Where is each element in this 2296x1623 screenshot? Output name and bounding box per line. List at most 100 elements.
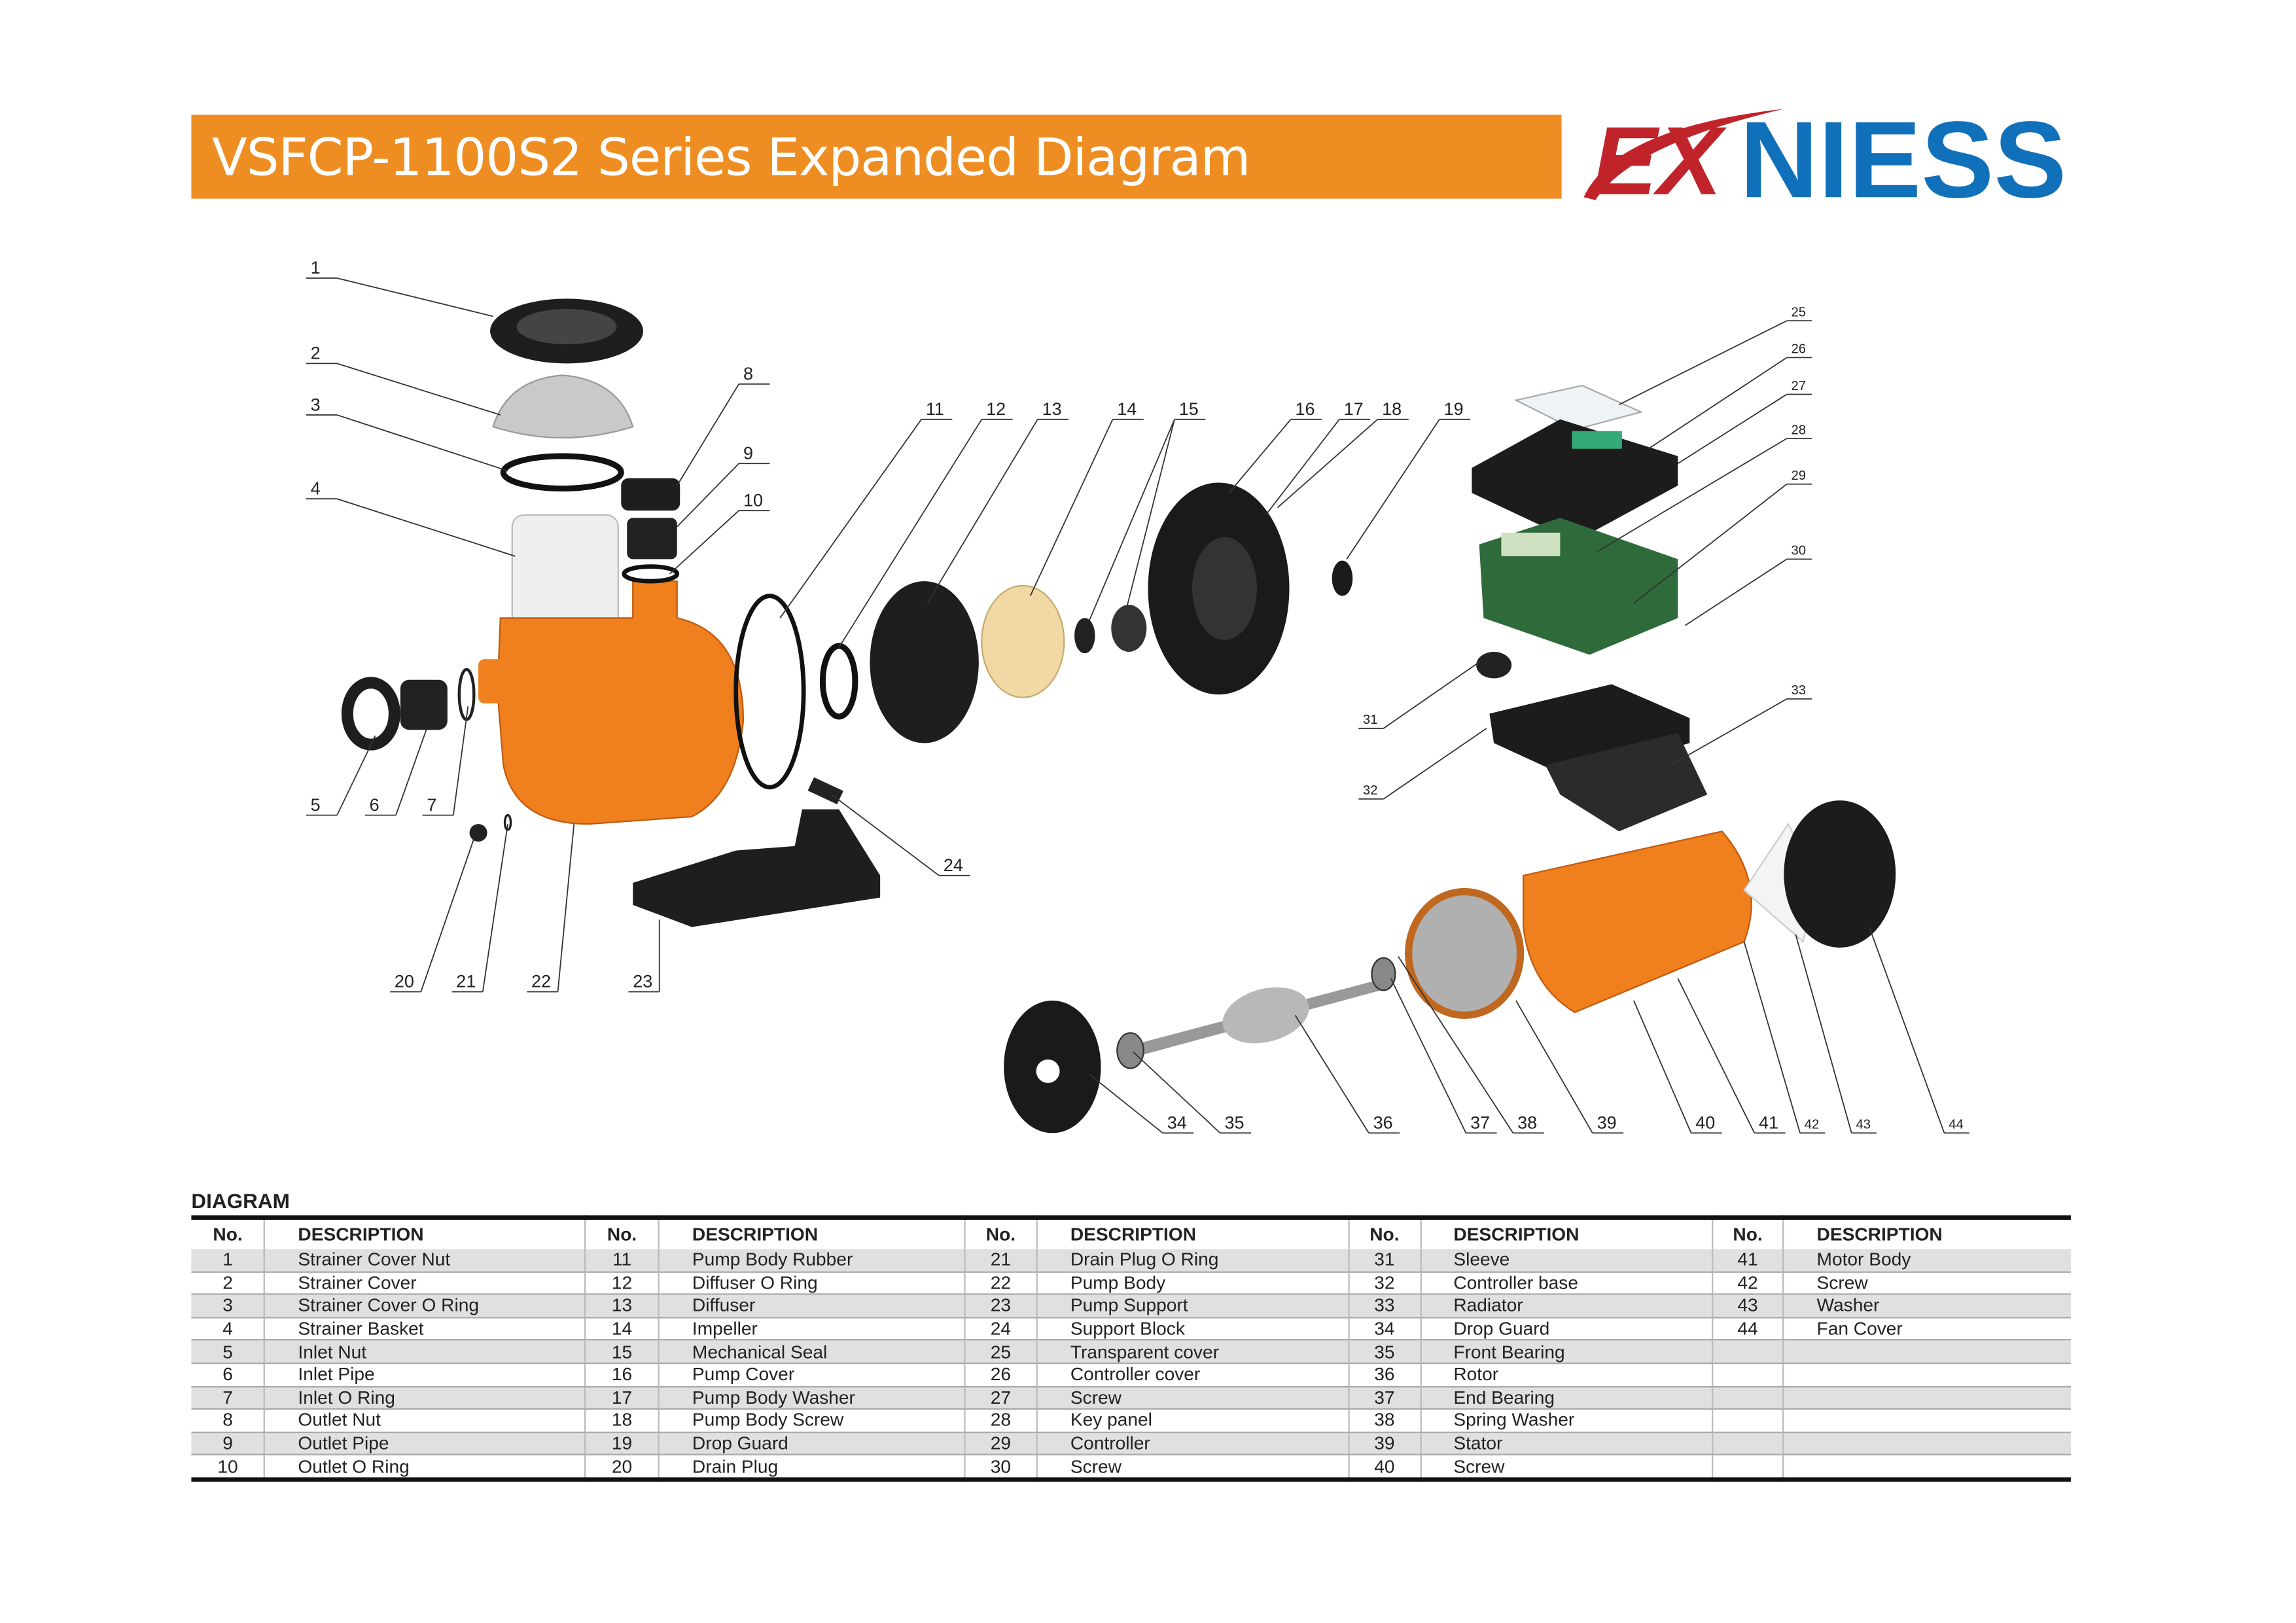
pump-body-rubber — [733, 594, 806, 790]
col-header-description: DESCRIPTION — [658, 1217, 964, 1249]
callout-leader-line — [1670, 698, 1788, 766]
diffuser — [870, 581, 979, 743]
col-header-description: DESCRIPTION — [1419, 1217, 1712, 1249]
callout-label-3: 3 — [311, 395, 321, 414]
part-description: Key panel — [1036, 1409, 1349, 1433]
callout-leader-line — [677, 463, 739, 527]
part-number — [1711, 1409, 1784, 1433]
support-block — [807, 777, 843, 804]
callout-leader-line — [1648, 357, 1788, 450]
part-number: 30 — [963, 1455, 1038, 1480]
part-number: 26 — [963, 1363, 1038, 1387]
callout-label-20: 20 — [395, 972, 414, 991]
impeller — [981, 584, 1065, 698]
part-number: 10 — [191, 1455, 265, 1480]
part-description: Controller cover — [1036, 1363, 1349, 1387]
callout-leader-line — [1743, 941, 1801, 1133]
part-description: Drain Plug — [658, 1455, 964, 1480]
part-number: 31 — [1347, 1249, 1421, 1272]
part-number — [1711, 1340, 1784, 1364]
key-panel-buttons — [1572, 431, 1622, 449]
col-header-description: DESCRIPTION — [1782, 1217, 2071, 1249]
leader-lines — [306, 277, 1969, 1134]
pump-inlet — [478, 659, 511, 704]
callout-label-25: 25 — [1792, 305, 1807, 319]
col-header-no: No. — [1347, 1217, 1421, 1249]
callout-label-29: 29 — [1792, 469, 1807, 483]
drop-guard-19 — [1332, 560, 1353, 596]
col-header-no: No. — [584, 1217, 660, 1249]
part-description: Outlet O Ring — [264, 1455, 585, 1480]
part-description: Strainer Cover O Ring — [264, 1294, 585, 1319]
front-bearing — [1116, 1032, 1144, 1069]
part-description: Drain Plug O Ring — [1036, 1249, 1349, 1272]
part-description: Washer — [1782, 1294, 2071, 1319]
col-header-no: No. — [1711, 1217, 1784, 1249]
inlet-pipe — [400, 679, 448, 730]
pump-body — [497, 580, 745, 825]
part-description: Inlet Pipe — [264, 1363, 585, 1387]
part-number: 2 — [191, 1271, 265, 1295]
callout-leader-line — [1133, 1051, 1221, 1133]
part-description: End Bearing — [1419, 1386, 1712, 1410]
part-description: Screw — [1036, 1386, 1349, 1410]
callout-leader-line — [669, 510, 739, 575]
callout-label-17: 17 — [1344, 399, 1364, 419]
motor-body — [1523, 830, 1752, 1014]
part-description: Screw — [1036, 1455, 1349, 1480]
drop-guard-hole — [1036, 1059, 1060, 1083]
part-description: Strainer Basket — [264, 1317, 585, 1342]
table-title: DIAGRAM — [191, 1188, 290, 1213]
callout-leader-line — [1383, 728, 1487, 800]
callout-label-22: 22 — [531, 972, 551, 991]
part-description: Outlet Nut — [264, 1409, 585, 1433]
part-description: Strainer Cover Nut — [264, 1249, 585, 1272]
callout-label-2: 2 — [311, 344, 321, 363]
part-number: 34 — [1347, 1317, 1421, 1342]
callout-leader-line — [1294, 1014, 1369, 1133]
part-description — [1782, 1386, 2071, 1410]
mechanical-seal-a — [1074, 618, 1095, 654]
fan-cover — [1784, 800, 1896, 948]
part-description: Mechanical Seal — [658, 1340, 964, 1364]
callout-leader-line — [1088, 419, 1175, 622]
callout-label-8: 8 — [743, 364, 753, 383]
part-number: 24 — [963, 1317, 1038, 1342]
radiator — [1545, 732, 1708, 832]
part-description: Strainer Cover — [264, 1271, 585, 1295]
part-description: Support Block — [1036, 1317, 1349, 1342]
callout-leader-line — [395, 728, 428, 815]
callout-leader-line — [1795, 934, 1852, 1133]
part-number: 37 — [1347, 1386, 1421, 1410]
callout-leader-line — [779, 419, 922, 618]
controller-cover — [1472, 419, 1678, 542]
callout-label-27: 27 — [1792, 379, 1807, 393]
callout-label-28: 28 — [1792, 423, 1807, 437]
part-number: 9 — [191, 1432, 265, 1456]
callout-label-18: 18 — [1382, 399, 1402, 419]
callout-label-26: 26 — [1792, 342, 1807, 357]
part-number: 5 — [191, 1340, 265, 1364]
callout-label-37: 37 — [1470, 1113, 1490, 1133]
part-description: Drop Guard — [1419, 1317, 1712, 1342]
callout-label-36: 36 — [1373, 1113, 1393, 1133]
end-bearing — [1371, 957, 1396, 991]
part-number: 22 — [963, 1271, 1038, 1295]
part-number: 12 — [584, 1271, 660, 1295]
part-description — [1782, 1409, 2071, 1433]
callout-leader-line — [336, 414, 508, 472]
part-number: 28 — [963, 1409, 1038, 1433]
part-number: 33 — [1347, 1294, 1421, 1319]
diffuser-o-ring — [819, 643, 858, 720]
callout-leader-line — [1398, 955, 1514, 1133]
callout-leader-line — [1618, 320, 1788, 406]
part-description — [1782, 1432, 2071, 1456]
callout-label-12: 12 — [986, 399, 1006, 419]
callout-label-32: 32 — [1363, 783, 1378, 798]
part-number: 20 — [584, 1455, 660, 1480]
